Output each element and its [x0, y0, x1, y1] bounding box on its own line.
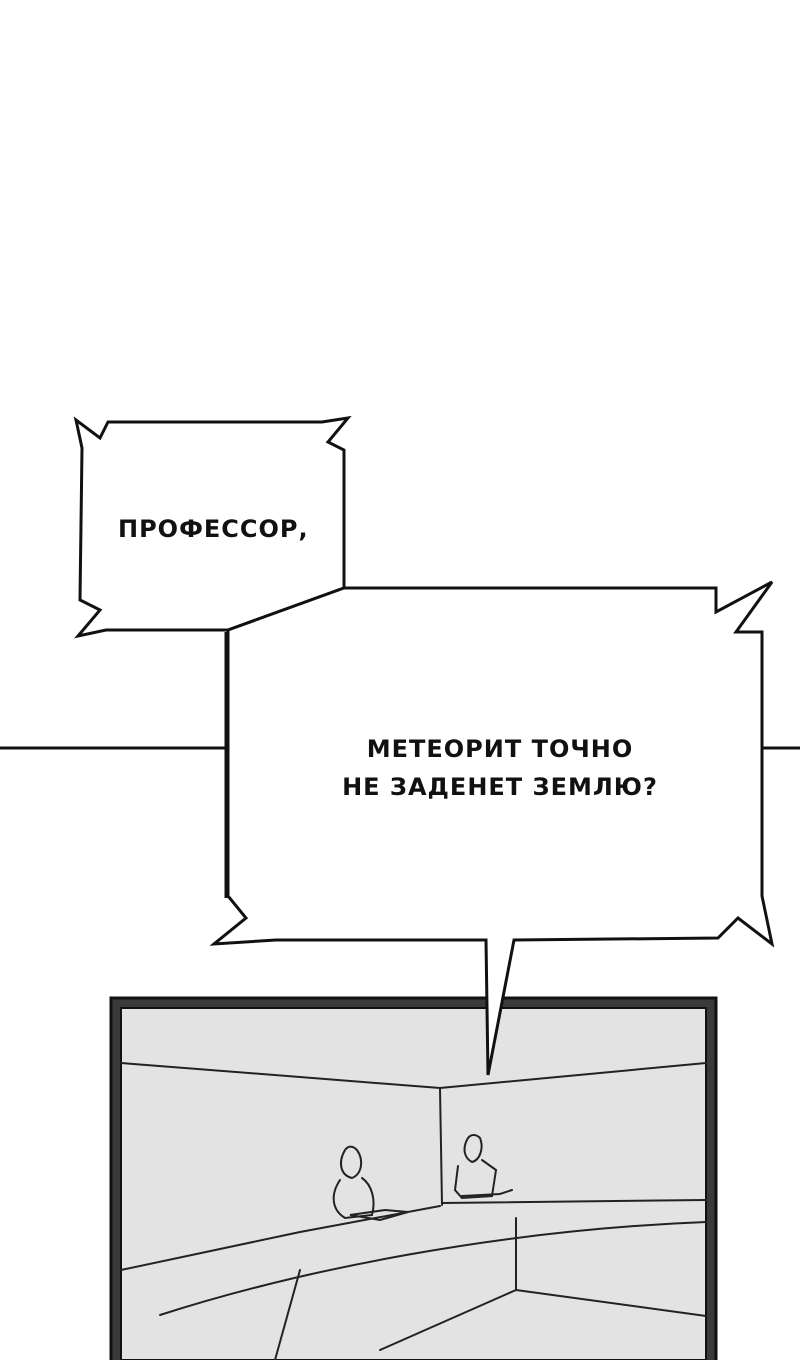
speech-bubble-1-text: ПРОФЕССОР,	[118, 515, 309, 543]
tv-screen	[120, 1007, 707, 1361]
tv-monitor	[109, 996, 718, 1365]
speech-bubble-2-text: МЕТЕОРИТ ТОЧНО НЕ ЗАДЕНЕТ ЗЕМЛЮ?	[300, 730, 700, 806]
speech-bubble-2-line-2: НЕ ЗАДЕНЕТ ЗЕМЛЮ?	[342, 773, 658, 801]
tv-studio-sketch	[120, 1062, 707, 1361]
speech-bubble-2-line-1: МЕТЕОРИТ ТОЧНО	[366, 735, 634, 763]
speech-bubble-2	[209, 580, 775, 1076]
